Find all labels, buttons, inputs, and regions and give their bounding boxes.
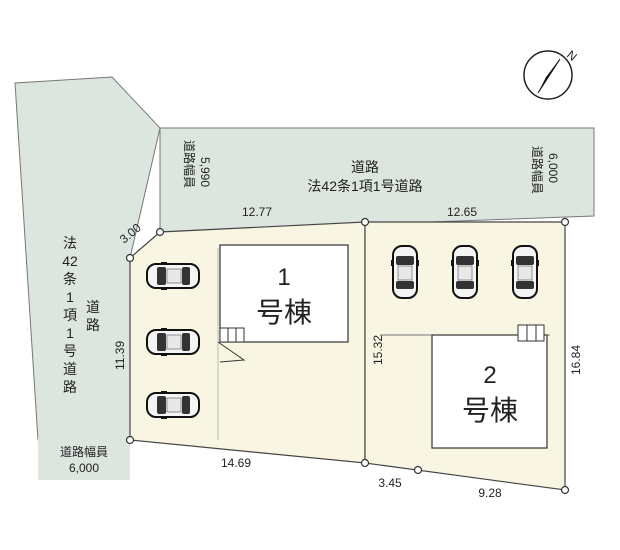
car-icon xyxy=(146,390,200,420)
svg-text:号: 号 xyxy=(63,343,77,359)
car-icon xyxy=(510,245,540,299)
svg-text:42: 42 xyxy=(62,253,78,269)
corner-markers xyxy=(125,217,570,495)
svg-text:路: 路 xyxy=(86,317,100,333)
top-road-width-left-value: 5,990 xyxy=(198,157,212,187)
car-icon xyxy=(146,327,200,357)
building-1-name: 号棟 xyxy=(256,297,312,328)
building-2-number: 2 xyxy=(483,362,496,389)
building-1-number: 1 xyxy=(277,264,290,291)
building-2 xyxy=(431,334,548,449)
dim-left-side: 11.39 xyxy=(113,341,127,370)
left-road-law-label: 法 42 条 1 項 1 号 道 路 xyxy=(62,235,78,395)
building-2-porch xyxy=(517,324,545,342)
top-road-name: 道路 xyxy=(351,159,379,175)
dim-top-left: 12.77 xyxy=(242,205,272,219)
top-road-width-left-label: 道路幅員 xyxy=(182,140,197,188)
svg-text:条: 条 xyxy=(63,271,77,287)
svg-text:道: 道 xyxy=(63,361,77,377)
top-road-width-right-label: 道路幅員 xyxy=(530,146,545,194)
car-icon xyxy=(146,261,200,291)
dim-middle: 15.32 xyxy=(371,335,385,365)
building-1 xyxy=(219,244,349,343)
left-road-name-label: 道 路 xyxy=(86,299,100,333)
dim-top-right: 12.65 xyxy=(447,205,477,219)
building-1-porch xyxy=(217,327,246,363)
dim-bottom-mid: 3.45 xyxy=(378,476,402,490)
car-icon xyxy=(450,245,480,299)
dim-bottom-left: 14.69 xyxy=(221,456,251,470)
svg-text:1: 1 xyxy=(66,325,74,341)
left-road-width-label: 道路幅員 xyxy=(60,444,108,459)
svg-text:項: 項 xyxy=(63,307,77,323)
top-road xyxy=(159,127,595,233)
car-icon xyxy=(390,245,420,299)
dim-right-side: 16.84 xyxy=(569,345,583,375)
top-road-width-right-value: 6,000 xyxy=(546,153,560,183)
svg-text:路: 路 xyxy=(63,379,77,395)
svg-text:道: 道 xyxy=(86,299,100,315)
left-road-width-value: 6,000 xyxy=(69,461,99,475)
north-arrow-icon xyxy=(523,50,573,100)
svg-text:法: 法 xyxy=(63,235,77,251)
svg-text:1: 1 xyxy=(66,289,74,305)
left-road-bottom-strip xyxy=(38,438,130,480)
building-2-name: 号棟 xyxy=(462,395,518,426)
top-road-law: 法42条1項1号道路 xyxy=(307,178,422,194)
dim-bottom-right: 9.28 xyxy=(478,486,502,500)
